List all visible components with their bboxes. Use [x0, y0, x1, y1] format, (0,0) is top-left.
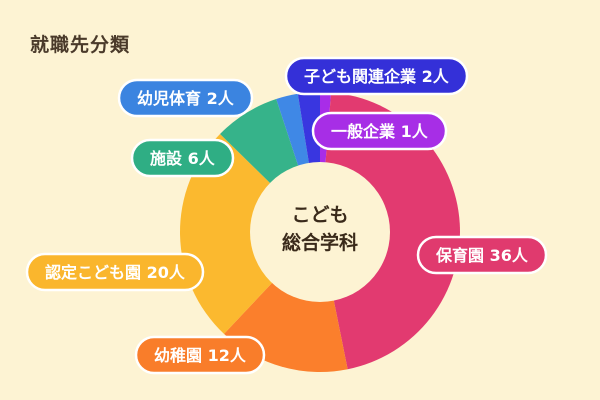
slice-label-text: 子ども関連企業 2人 — [304, 67, 450, 86]
slice-label-pill — [134, 335, 266, 375]
slice-label-text: 認定こども園 20人 — [45, 263, 186, 282]
slice-label-text: 施設 6人 — [150, 149, 216, 168]
slice-label-text: 保育園 36人 — [435, 246, 529, 265]
center-label-line-1: こども — [291, 204, 348, 226]
slice-3 — [180, 133, 320, 334]
slice-label-text: 幼稚園 12人 — [154, 346, 247, 365]
slice-label-text: 幼児体育 2人 — [137, 89, 235, 108]
slice-label-pill — [311, 111, 448, 151]
slice-label-2: 一般企業 1人 — [311, 111, 448, 151]
center-label-line-2: 総合学科 — [282, 231, 358, 254]
slice-label-6: 幼稚園 12人 — [134, 335, 266, 375]
slice-label-1: 幼児体育 2人 — [117, 78, 254, 118]
slice-label-text: 一般企業 1人 — [331, 122, 429, 141]
slice-label-5: 認定こども園 20人 — [25, 252, 205, 292]
slice-label-3: 施設 6人 — [130, 138, 235, 178]
slice-label-4: 保育園 36人 — [416, 235, 548, 275]
slice-label-pill — [25, 252, 205, 292]
donut-hole — [250, 162, 390, 302]
slice-label-pill — [284, 56, 469, 96]
slice-label-pill — [117, 78, 254, 118]
chart-title: 就職先分類 — [30, 34, 131, 56]
slice-label-0: 子ども関連企業 2人 — [284, 56, 469, 96]
slice-label-pill — [416, 235, 548, 275]
slice-1 — [320, 92, 460, 370]
slice-label-pill — [130, 138, 235, 178]
